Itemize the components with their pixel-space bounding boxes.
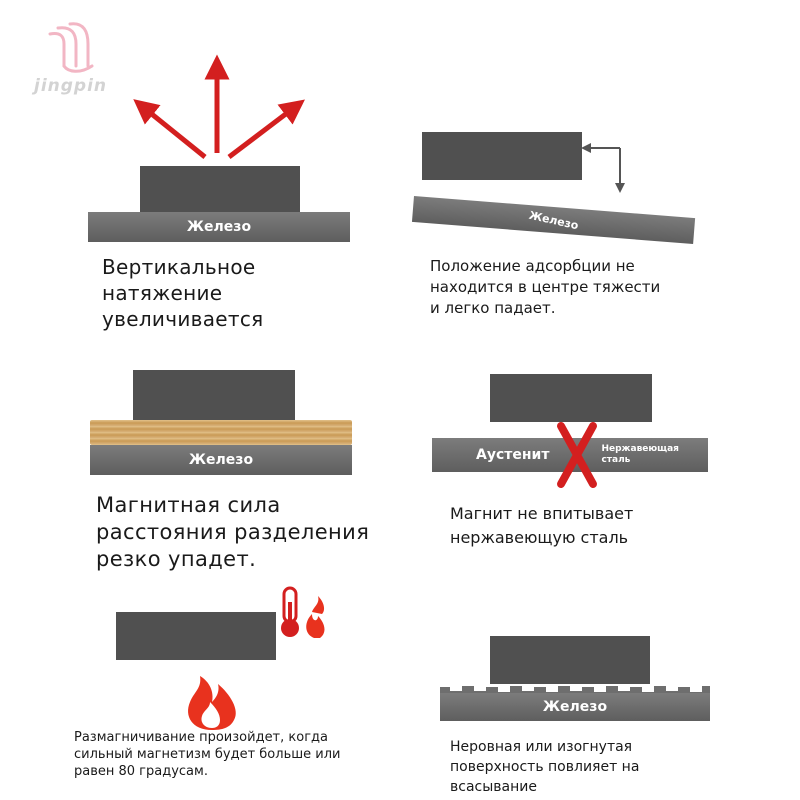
austenite-label: Аустенит <box>476 447 550 463</box>
magnet-block <box>116 612 276 660</box>
iron-plate-tilted: Железо <box>411 196 696 245</box>
plate-label: Железо <box>542 699 608 715</box>
magnet-block <box>422 132 582 180</box>
plate-label: Железо <box>527 208 580 232</box>
brand-name: jingpin <box>34 76 108 96</box>
red-x-icon <box>557 422 597 488</box>
caption-5: Размагничивание произойдет, когда сильны… <box>74 730 341 779</box>
plate-label: Железо <box>188 452 254 468</box>
iron-plate: Железо <box>440 693 710 721</box>
magnet-block <box>490 636 650 684</box>
plate-label: Железо <box>186 219 252 235</box>
iron-plate: Железо <box>88 212 350 242</box>
offset-arrow-icon <box>581 143 625 193</box>
magnet-block <box>140 166 300 214</box>
iron-plate: Железо <box>90 445 352 475</box>
up-arrows-icon <box>133 54 305 159</box>
fire-icon <box>188 676 236 730</box>
brand-logo <box>48 22 94 73</box>
uneven-surface-icon <box>440 686 710 694</box>
wood-layer-icon <box>90 420 352 445</box>
magnet-block <box>133 370 295 420</box>
caption-2: Положение адсорбции не находится в центр… <box>430 257 661 317</box>
caption-1: Вертикальное натяжение увеличивается <box>102 255 264 331</box>
thermometer-fire-icon <box>281 586 325 638</box>
stainless-steel-label: Нержавеющая сталь <box>601 444 679 465</box>
caption-3: Магнитная сила расстояния разделения рез… <box>96 493 370 571</box>
caption-4: Магнит не впитывает нержавеющую сталь <box>450 504 634 547</box>
magnet-block <box>490 374 652 422</box>
caption-6: Неровная или изогнутая поверхность повли… <box>450 739 640 795</box>
